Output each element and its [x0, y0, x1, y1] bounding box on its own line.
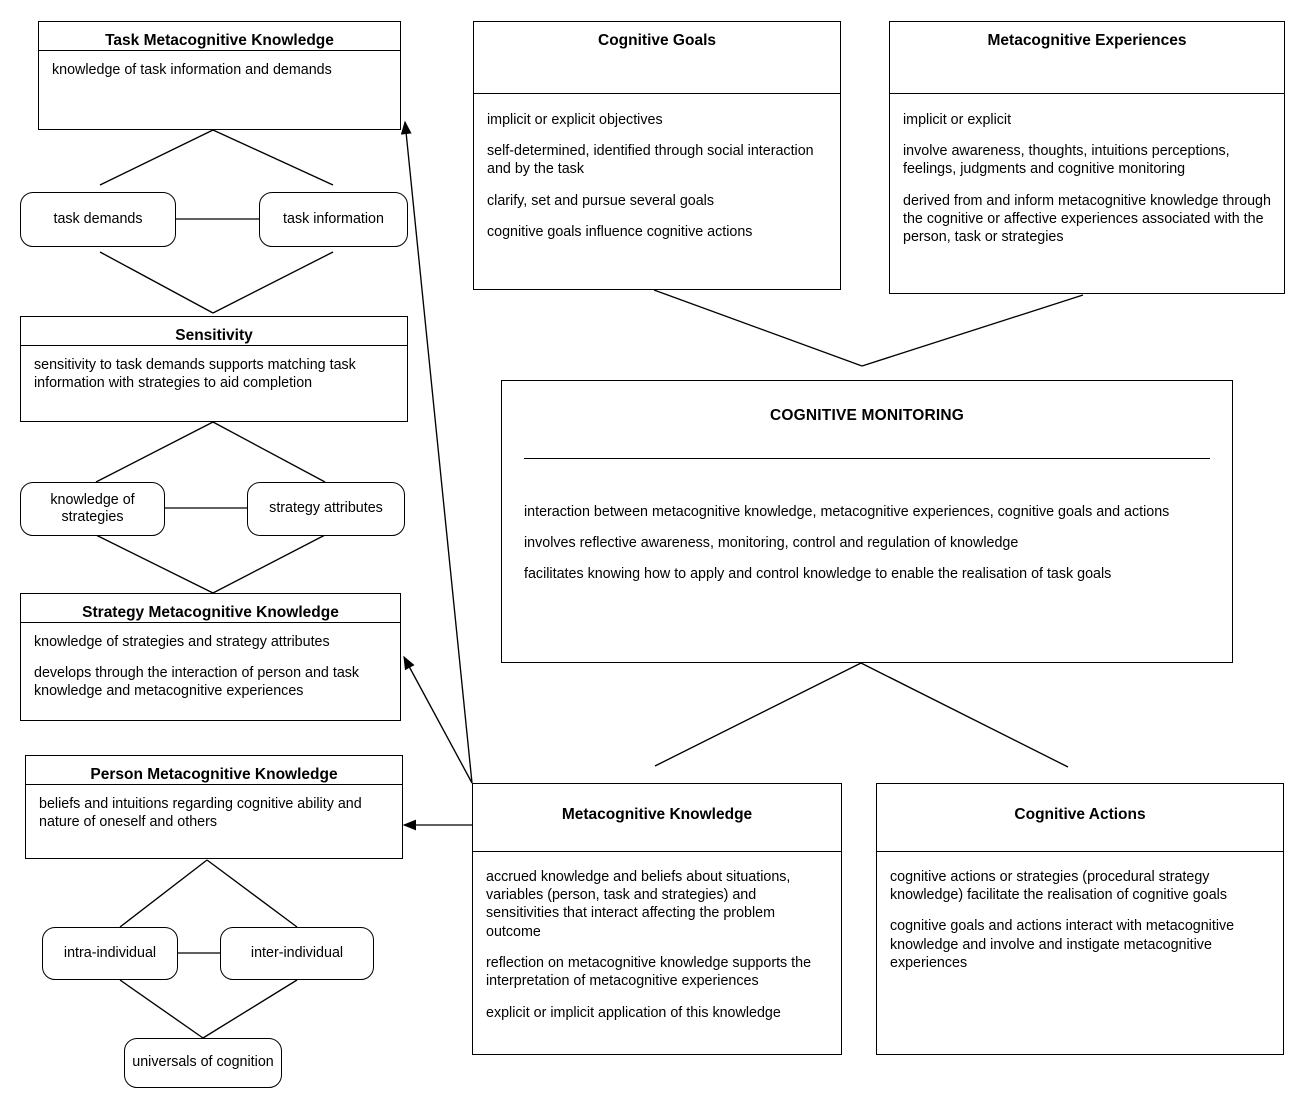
panel-line: clarify, set and pursue several goals [487, 192, 715, 209]
node-strategy-attributes[interactable]: strategy attributes [247, 482, 405, 536]
node-label: task information [283, 210, 384, 227]
node-knowledge-of-strategies[interactable]: knowledge of strategies [20, 482, 165, 536]
panel-body: implicit or explicit objectives self-det… [474, 94, 840, 249]
node-intra-individual[interactable]: intra-individual [42, 927, 178, 980]
panel-title: Person Metacognitive Knowledge [90, 766, 338, 783]
panel-title: COGNITIVE MONITORING [769, 407, 965, 424]
panel-divider [877, 850, 1283, 852]
panel-title: Sensitivity [175, 327, 253, 344]
panel-cognitive-goals[interactable]: Cognitive Goals implicit or explicit obj… [473, 21, 841, 290]
panel-divider [474, 92, 840, 94]
panel-divider [39, 49, 400, 51]
panel-body: cognitive actions or strategies (procedu… [877, 852, 1283, 980]
panel-line: cognitive goals influence cognitive acti… [487, 224, 753, 240]
panel-line: knowledge of task information and demand… [52, 61, 332, 78]
panel-divider [21, 344, 407, 346]
panel-metacognitive-knowledge[interactable]: Metacognitive Knowledge accrued knowledg… [472, 783, 842, 1055]
panel-body: beliefs and intuitions regarding cogniti… [26, 785, 402, 840]
panel-title: Strategy Metacognitive Knowledge [82, 604, 339, 621]
panel-body: interaction between metacognitive knowle… [502, 459, 1232, 592]
node-task-information[interactable]: task information [259, 192, 408, 247]
node-label: intra-individual [63, 944, 157, 961]
panel-metacognitive-experiences[interactable]: Metacognitive Experiences implicit or ex… [889, 21, 1285, 294]
panel-person-metacognitive-knowledge[interactable]: Person Metacognitive Knowledge beliefs a… [25, 755, 403, 859]
node-label: inter-individual [250, 944, 344, 961]
panel-line: knowledge of strategies and strategy att… [34, 633, 330, 650]
node-label: knowledge of strategies [50, 491, 135, 525]
panel-line: develops through the interaction of pers… [34, 665, 360, 700]
panel-cognitive-actions[interactable]: Cognitive Actions cognitive actions or s… [876, 783, 1284, 1055]
node-label: task demands [53, 210, 143, 227]
panel-body: knowledge of strategies and strategy att… [21, 623, 400, 709]
node-label: strategy attributes [269, 500, 383, 517]
panel-title: Cognitive Actions [1014, 806, 1146, 823]
panel-line: cognitive goals and actions interact wit… [890, 918, 1235, 971]
panel-line: involves reflective awareness, monitorin… [524, 535, 1019, 552]
panel-line: facilitates knowing how to apply and con… [524, 566, 1112, 583]
panel-title: Cognitive Goals [598, 32, 716, 49]
node-label: universals of cognition [132, 1054, 274, 1071]
node-inter-individual[interactable]: inter-individual [220, 927, 374, 980]
panel-body: accrued knowledge and beliefs about situ… [473, 852, 841, 1030]
panel-title: Metacognitive Experiences [987, 32, 1187, 49]
arrow-mk-to-task-mk [400, 120, 473, 784]
funnel-connector-into-cognitive-monitoring [653, 289, 1084, 367]
panel-cognitive-monitoring[interactable]: COGNITIVE MONITORING interaction between… [501, 380, 1233, 663]
panel-title: Task Metacognitive Knowledge [105, 32, 334, 49]
panel-line: interaction between metacognitive knowle… [524, 503, 1170, 520]
node-task-demands[interactable]: task demands [20, 192, 176, 247]
panel-divider [473, 850, 841, 852]
arrow-mk-to-strategy-mk [403, 655, 473, 784]
node-universals-of-cognition[interactable]: universals of cognition [124, 1038, 282, 1088]
fan-connector-out-of-cognitive-monitoring [654, 662, 1069, 768]
panel-line: derived from and inform metacognitive kn… [903, 192, 1271, 246]
panel-body: knowledge of task information and demand… [39, 51, 400, 87]
panel-line: sensitivity to task demands supports mat… [34, 356, 356, 392]
panel-line: implicit or explicit objectives [487, 111, 663, 128]
panel-line: explicit or implicit application of this… [486, 1004, 781, 1021]
panel-task-metacognitive-knowledge[interactable]: Task Metacognitive Knowledge knowledge o… [38, 21, 401, 130]
panel-line: self-determined, identified through soci… [487, 143, 814, 178]
panel-line: beliefs and intuitions regarding cogniti… [39, 795, 362, 831]
panel-divider [26, 783, 402, 785]
panel-body: implicit or explicit involve awareness, … [890, 94, 1284, 255]
panel-body: sensitivity to task demands supports mat… [21, 346, 407, 401]
panel-line: involve awareness, thoughts, intuitions … [903, 143, 1230, 178]
panel-line: reflection on metacognitive knowledge su… [486, 955, 812, 990]
panel-divider [890, 92, 1284, 94]
panel-sensitivity[interactable]: Sensitivity sensitivity to task demands … [20, 316, 408, 422]
panel-strategy-metacognitive-knowledge[interactable]: Strategy Metacognitive Knowledge knowled… [20, 593, 401, 721]
panel-line: accrued knowledge and beliefs about situ… [486, 868, 791, 940]
panel-title: Metacognitive Knowledge [561, 806, 753, 823]
panel-line: implicit or explicit [903, 111, 1012, 128]
panel-divider [21, 621, 400, 623]
panel-line: cognitive actions or strategies (procedu… [890, 868, 1227, 904]
panel-divider [524, 457, 1210, 459]
